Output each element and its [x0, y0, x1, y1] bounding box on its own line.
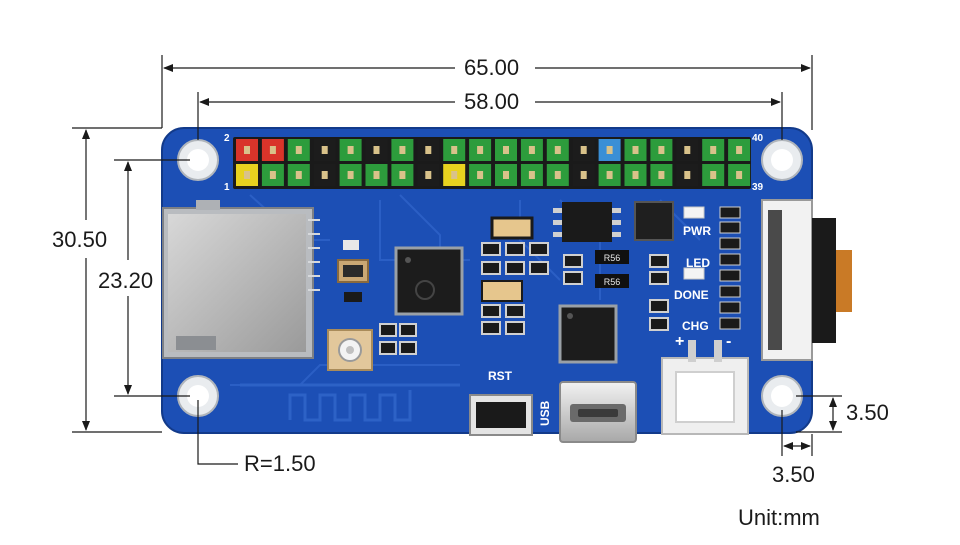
dim-corner-radius: R=1.50: [244, 451, 316, 476]
unit-label: Unit:mm: [738, 505, 820, 530]
header-pin-metal: [606, 171, 613, 179]
header-pin-metal: [425, 171, 432, 179]
header-pin-metal: [580, 171, 587, 179]
header-pin-metal: [295, 171, 302, 179]
minus-label: -: [726, 333, 731, 350]
dim-total-width: 65.00: [464, 55, 520, 80]
header-pin-metal: [477, 171, 484, 179]
header-pin-metal: [477, 146, 484, 154]
smd-component: [344, 292, 362, 302]
header-pin-metal: [347, 146, 354, 154]
battery-connector: [661, 340, 749, 435]
pin-number-1: 1: [224, 182, 230, 193]
header-pin-metal: [606, 146, 613, 154]
led-label: LED: [686, 256, 710, 270]
header-pin-metal: [503, 171, 509, 179]
header-pin-metal: [451, 171, 458, 179]
header-pin-metal: [269, 146, 276, 154]
radius-leader: [197, 400, 238, 465]
dim-total-height: 30.50: [52, 227, 108, 252]
resistor-r56-2: R56: [595, 274, 629, 288]
pin-number-40: 40: [752, 133, 764, 144]
header-pin-metal: [347, 171, 354, 179]
header-pin-metal: [554, 146, 561, 154]
dim-hole-spacing-width: 58.00: [464, 89, 520, 114]
header-pin-metal: [736, 171, 743, 179]
header-pin-metal: [295, 146, 302, 154]
dim-hole-offset-vertical: 3.50: [846, 400, 889, 425]
usb-serial-chip: [558, 304, 618, 364]
plus-label: +: [675, 333, 684, 350]
micro-usb-port[interactable]: [559, 381, 637, 443]
done-label: DONE: [674, 288, 709, 302]
inductor: [634, 201, 674, 241]
header-pin-metal: [632, 146, 639, 154]
header-pin-metal: [244, 171, 250, 179]
header-pin-metal: [632, 171, 639, 179]
pwr-label: PWR: [683, 224, 711, 238]
gpio-header-pins: [236, 139, 751, 186]
dimension-lines: [72, 55, 842, 465]
pin-number-2: 2: [224, 133, 230, 144]
header-pin-metal: [684, 146, 691, 154]
header-pin-metal: [580, 146, 587, 154]
header-pin-metal: [373, 146, 380, 154]
fpc-connector: [761, 199, 852, 361]
header-pin-metal: [373, 171, 380, 179]
voltage-regulator: [553, 202, 621, 242]
pin-number-39: 39: [752, 182, 764, 193]
sd-card-slot: [162, 200, 320, 359]
mounting-hole-bottom-left: [177, 375, 219, 417]
reset-button[interactable]: [469, 394, 533, 436]
header-pin-metal: [399, 171, 406, 179]
header-pin-metal: [425, 146, 432, 154]
svg-text:R56: R56: [604, 277, 621, 287]
dim-hole-offset-horizontal: 3.50: [772, 462, 815, 487]
header-pin-metal: [503, 146, 509, 154]
dim-hole-spacing-height: 23.20: [98, 268, 154, 293]
header-pin-metal: [710, 171, 717, 179]
status-leds: [683, 206, 741, 330]
ipex-antenna-connector: [327, 329, 373, 371]
gpio-header-base: [233, 137, 751, 189]
header-pin-metal: [658, 171, 665, 179]
header-pin-metal: [321, 171, 328, 179]
header-pin-metal: [399, 146, 406, 154]
header-pin-metal: [736, 146, 743, 154]
rst-label: RST: [488, 369, 513, 383]
header-pin-metal: [451, 146, 458, 154]
header-pin-metal: [269, 171, 276, 179]
header-pin-metal: [528, 171, 535, 179]
header-pin-metal: [554, 171, 561, 179]
resistor-r56-1: R56: [595, 250, 629, 264]
mounting-hole-top-right: [761, 139, 803, 181]
smd-component: [343, 240, 359, 250]
tantalum-capacitor: [481, 280, 523, 302]
passive-components: [379, 242, 669, 355]
tantalum-capacitor: [490, 216, 534, 240]
header-pin-metal: [710, 146, 717, 154]
pcb-antenna: [240, 383, 460, 422]
main-chip: [394, 246, 464, 316]
header-pin-metal: [528, 146, 535, 154]
svg-text:R56: R56: [604, 253, 621, 263]
header-pin-metal: [684, 171, 691, 179]
chg-label: CHG: [682, 319, 709, 333]
header-pin-metal: [244, 146, 250, 154]
usb-label: USB: [538, 400, 552, 426]
header-pin-metal: [658, 146, 665, 154]
header-pin-metal: [321, 146, 328, 154]
